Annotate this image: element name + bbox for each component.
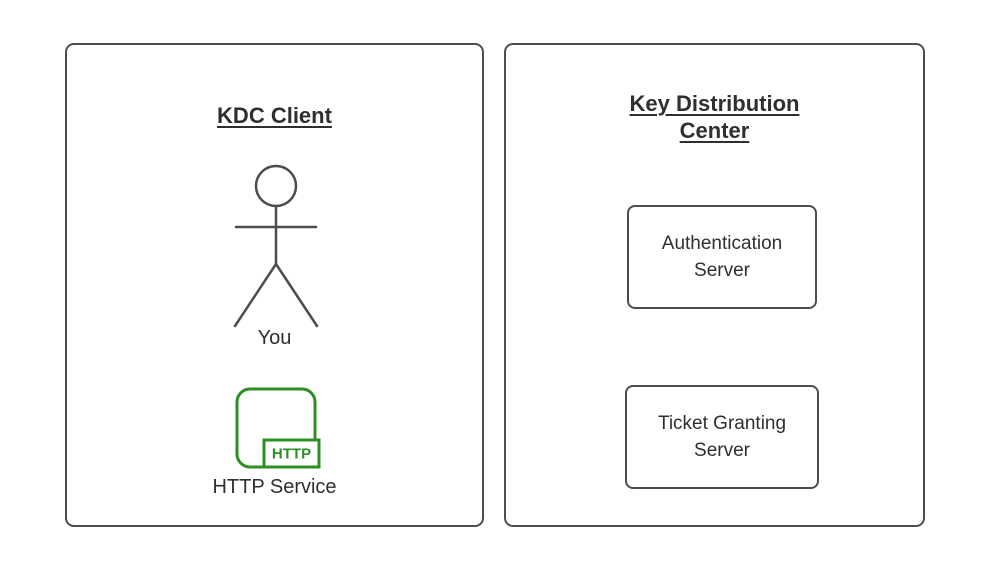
person-icon <box>233 164 319 328</box>
person-right-leg <box>274 262 319 328</box>
http-badge-label: HTTP <box>272 446 311 463</box>
person-head <box>254 164 298 208</box>
ticket-granting-server-label: Ticket Granting Server <box>657 413 787 461</box>
http-service-label: HTTP Service <box>212 476 337 498</box>
key-distribution-center-title: Key Distribution Center <box>629 91 800 143</box>
http-service-icon: HTTP <box>235 387 321 469</box>
kdc-client-title: KDC Client <box>217 103 332 128</box>
http-badge-frame <box>262 438 321 469</box>
kdc-client-panel: KDC Client You HTTP HTTP Service <box>65 43 484 527</box>
authentication-server-box: Authentication Server <box>627 205 817 309</box>
key-distribution-center-panel: Key Distribution Center Authentication S… <box>504 43 925 527</box>
person-left-leg <box>233 262 278 328</box>
authentication-server-label: Authentication Server <box>661 233 783 281</box>
ticket-granting-server-box: Ticket Granting Server <box>625 385 819 489</box>
actor-label: You <box>257 327 292 349</box>
